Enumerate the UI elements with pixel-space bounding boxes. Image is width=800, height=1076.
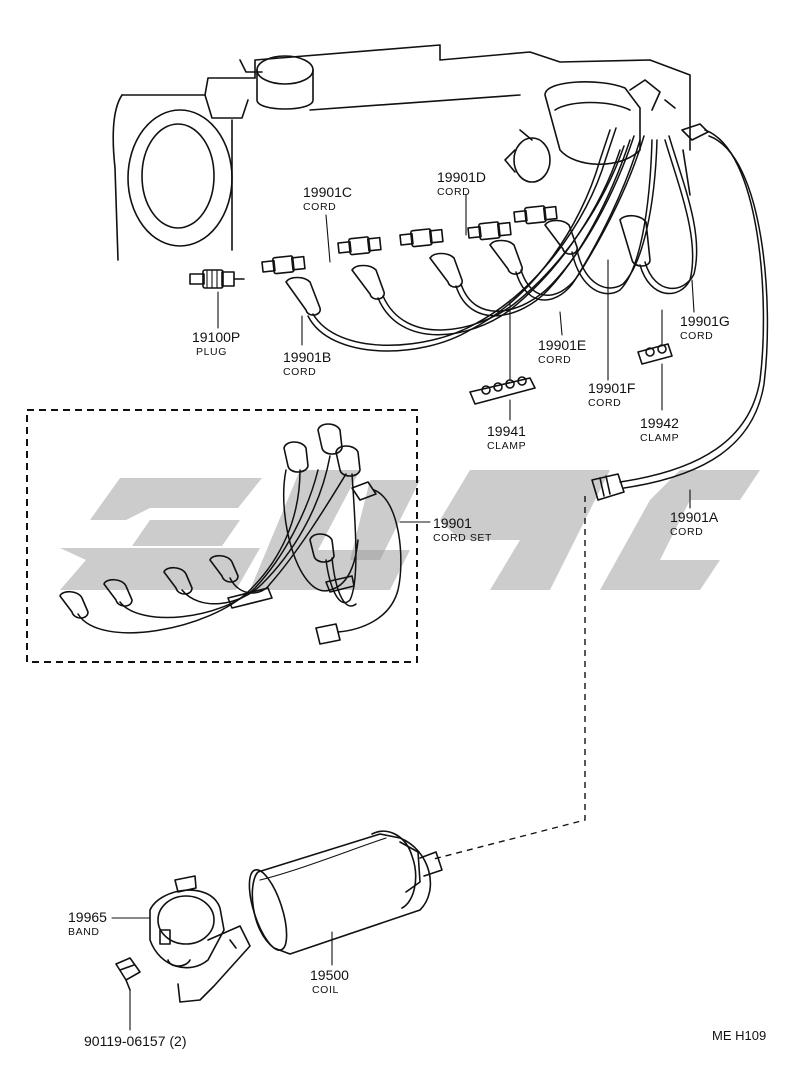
engine-block — [112, 44, 691, 261]
spark-plug-19100p — [189, 269, 245, 289]
label-cord-e: 19901E CORD — [538, 337, 586, 366]
engine-spark-plugs — [261, 205, 558, 275]
coil-band-19965 — [149, 875, 251, 1003]
part-number: 90119-06157 (2) — [84, 1033, 186, 1049]
part-name: CLAMP — [640, 432, 679, 444]
part-number: 19100P — [192, 329, 240, 345]
part-name: PLUG — [196, 346, 227, 358]
part-name: CORD — [437, 186, 470, 198]
part-number: 19901G — [680, 313, 730, 329]
screw-90119-06157 — [115, 957, 141, 991]
label-plug: 19100P PLUG — [192, 329, 240, 358]
part-number: 19942 — [640, 415, 679, 431]
part-name: BAND — [68, 926, 100, 938]
distributor — [504, 79, 676, 183]
part-name: CORD — [680, 330, 713, 342]
part-number: 19901E — [538, 337, 586, 353]
watermark-logo — [60, 470, 760, 590]
part-number: 19941 — [487, 423, 526, 439]
part-name: CORD — [303, 201, 336, 213]
part-name: CORD SET — [433, 532, 492, 544]
ignition-coil-19500 — [248, 830, 443, 955]
label-cord-f: 19901F CORD — [588, 380, 635, 409]
part-number: 19901 — [433, 515, 472, 531]
label-cord-a: 19901A CORD — [670, 509, 719, 538]
part-name: COIL — [312, 984, 339, 996]
clamp-19941 — [469, 376, 536, 405]
part-number: 19901B — [283, 349, 331, 365]
part-number: 19500 — [310, 967, 349, 983]
part-number: 19901D — [437, 169, 486, 185]
label-cord-d: 19901D CORD — [437, 169, 486, 198]
reference-code: ME H109 — [712, 1028, 766, 1043]
part-name: CORD — [283, 366, 316, 378]
part-number: 19901A — [670, 509, 719, 525]
label-cord-set: 19901 CORD SET — [433, 515, 492, 544]
part-name: CLAMP — [487, 440, 526, 452]
cord-set-box — [26, 409, 418, 663]
leader-lines — [111, 194, 695, 1031]
label-cord-g: 19901G CORD — [680, 313, 730, 342]
part-name: CORD — [538, 354, 571, 366]
label-clamp-19942: 19942 CLAMP — [640, 415, 679, 444]
label-screw: 90119-06157 (2) — [84, 1033, 186, 1049]
coil-connection-dashed-line — [429, 496, 586, 861]
part-name: CORD — [670, 526, 703, 538]
label-clamp-19941: 19941 CLAMP — [487, 423, 526, 452]
label-cord-b: 19901B CORD — [283, 349, 331, 378]
label-coil: 19500 COIL — [310, 967, 349, 996]
part-name: CORD — [588, 397, 621, 409]
label-cord-c: 19901C CORD — [303, 184, 352, 213]
part-number: 19965 — [68, 909, 107, 925]
label-band: 19965 BAND — [68, 909, 107, 938]
part-number: 19901C — [303, 184, 352, 200]
part-number: 19901F — [588, 380, 635, 396]
clamp-19942 — [637, 343, 673, 365]
